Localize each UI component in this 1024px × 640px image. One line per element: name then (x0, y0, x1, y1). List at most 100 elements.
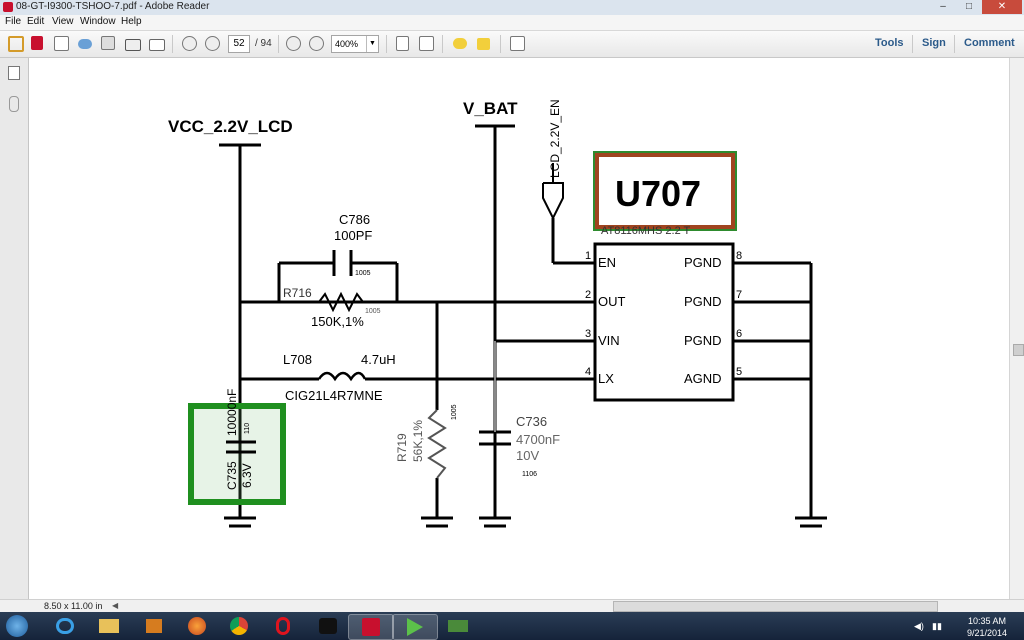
menu-bar: File Edit View Window Help (0, 15, 1024, 31)
pin-name: PGND (684, 333, 722, 348)
c736-package: 1106 (522, 471, 537, 478)
vcc-net-label: VCC_2.2V_LCD (168, 117, 293, 136)
c736-ref: C736 (516, 414, 547, 429)
open-icon[interactable] (8, 36, 24, 52)
toolbar-separator (386, 35, 387, 53)
menu-window[interactable]: Window (80, 16, 116, 27)
c735-ref: C735 (225, 461, 239, 490)
comment-icon[interactable] (453, 38, 467, 49)
tools-link[interactable]: Tools (875, 37, 904, 49)
page-number-input[interactable]: 52 (228, 35, 250, 53)
edit-icon[interactable] (54, 36, 69, 51)
chip-reference: U707 (615, 173, 701, 214)
cloud-icon[interactable] (78, 39, 92, 49)
network-icon[interactable]: ▮▮ (932, 621, 942, 631)
app-icon[interactable] (436, 614, 480, 638)
pin-number: 4 (585, 366, 591, 378)
r716-package: 1005 (365, 308, 381, 315)
adobe-reader-taskbar-icon[interactable] (348, 614, 394, 640)
save-icon[interactable] (101, 36, 115, 50)
pin-name: EN (598, 255, 616, 270)
toolbar-separator (912, 35, 913, 53)
pin-number: 6 (736, 328, 742, 340)
internet-explorer-icon[interactable] (44, 614, 88, 638)
c735-value: 10000nF (225, 389, 239, 436)
vertical-scrollbar[interactable] (1009, 58, 1024, 601)
zoom-select[interactable]: 400% ▼ (331, 35, 379, 53)
r716-value: 150K,1% (311, 314, 364, 329)
blackberry-icon[interactable] (306, 614, 350, 638)
next-page-icon[interactable] (205, 36, 220, 51)
navigation-panel (0, 58, 29, 601)
window-title: 08-GT-I9300-TSHOO-7.pdf - Adobe Reader (16, 1, 210, 12)
opera-icon[interactable] (262, 614, 306, 638)
page-size: 8.50 x 11.00 in (44, 601, 103, 611)
chip-part-number: AT8116MHS 2.2 T (601, 225, 691, 237)
adobe-reader-icon (3, 2, 13, 12)
highlight-icon[interactable] (477, 38, 490, 50)
pin-number: 5 (736, 366, 742, 378)
c736-voltage: 10V (516, 448, 539, 463)
file-explorer-icon[interactable] (88, 614, 132, 638)
zoom-value: 400% (335, 39, 359, 49)
minimize-button[interactable]: – (940, 1, 946, 12)
print-icon[interactable] (125, 39, 141, 51)
sign-link[interactable]: Sign (922, 37, 946, 49)
fit-page-icon[interactable] (419, 36, 434, 51)
maximize-button[interactable]: □ (965, 1, 973, 12)
toolbar-separator (954, 35, 955, 53)
chrome-icon[interactable] (218, 614, 262, 638)
play-icon[interactable] (392, 614, 438, 640)
pin-name: VIN (598, 333, 620, 348)
toolbar-separator (442, 35, 443, 53)
toolbar-separator (500, 35, 501, 53)
fit-width-icon[interactable] (396, 36, 409, 51)
media-player-icon[interactable] (132, 614, 176, 638)
l708-value: 4.7uH (361, 352, 396, 367)
pin-number: 7 (736, 289, 742, 301)
pin-name: AGND (684, 371, 722, 386)
l708-part: CIG21L4R7MNE (285, 388, 383, 403)
previous-page-icon[interactable] (182, 36, 197, 51)
zoom-in-icon[interactable] (309, 36, 324, 51)
schematic-drawing: VCC_2.2V_LCD V_BAT LCD_2.2V_EN U707 AT81… (168, 99, 827, 528)
r716-ref: R716 (283, 286, 312, 300)
c735-voltage: 6.3V (240, 463, 254, 488)
pages-icon[interactable] (8, 66, 20, 80)
firefox-icon[interactable] (176, 614, 220, 638)
chevron-down-icon[interactable]: ▼ (366, 36, 378, 52)
email-icon[interactable] (149, 39, 165, 51)
pin-number: 1 (585, 250, 591, 262)
r719-ref: R719 (395, 433, 409, 462)
zoom-out-icon[interactable] (286, 36, 301, 51)
windows-taskbar: ◀) ▮▮ 10:35 AM 9/21/2014 (0, 612, 1024, 640)
l708-ref: L708 (283, 352, 312, 367)
menu-help[interactable]: Help (121, 16, 142, 27)
pin-number: 8 (736, 250, 742, 262)
pin-name: PGND (684, 255, 722, 270)
comment-link[interactable]: Comment (964, 37, 1015, 49)
scrollbar-thumb[interactable] (1013, 344, 1024, 356)
create-pdf-icon[interactable] (31, 36, 43, 50)
r719-value: 56K,1% (411, 420, 425, 462)
volume-icon[interactable]: ◀) (914, 621, 924, 631)
pin-number: 2 (585, 289, 591, 301)
attachment-icon[interactable] (9, 96, 19, 112)
expand-icon[interactable] (510, 36, 525, 51)
close-button[interactable]: ✕ (982, 0, 1022, 14)
menu-file[interactable]: File (5, 16, 22, 27)
document-view[interactable]: VCC_2.2V_LCD V_BAT LCD_2.2V_EN U707 AT81… (29, 58, 1009, 599)
page-total: / 94 (255, 38, 272, 49)
scroll-left-icon[interactable]: ◀ (112, 601, 119, 610)
toolbar-separator (278, 35, 279, 53)
system-clock[interactable]: 10:35 AM 9/21/2014 (962, 615, 1012, 639)
r719-package: 1005 (451, 404, 458, 420)
en-net-label: LCD_2.2V_EN (548, 99, 562, 178)
c735-package: 110 (244, 423, 251, 434)
menu-view[interactable]: View (52, 16, 74, 27)
menu-edit[interactable]: Edit (27, 16, 45, 27)
horizontal-scrollbar[interactable] (613, 601, 938, 612)
toolbar-separator (172, 35, 173, 53)
start-button[interactable] (6, 615, 28, 637)
c786-package: 1005 (355, 270, 371, 277)
